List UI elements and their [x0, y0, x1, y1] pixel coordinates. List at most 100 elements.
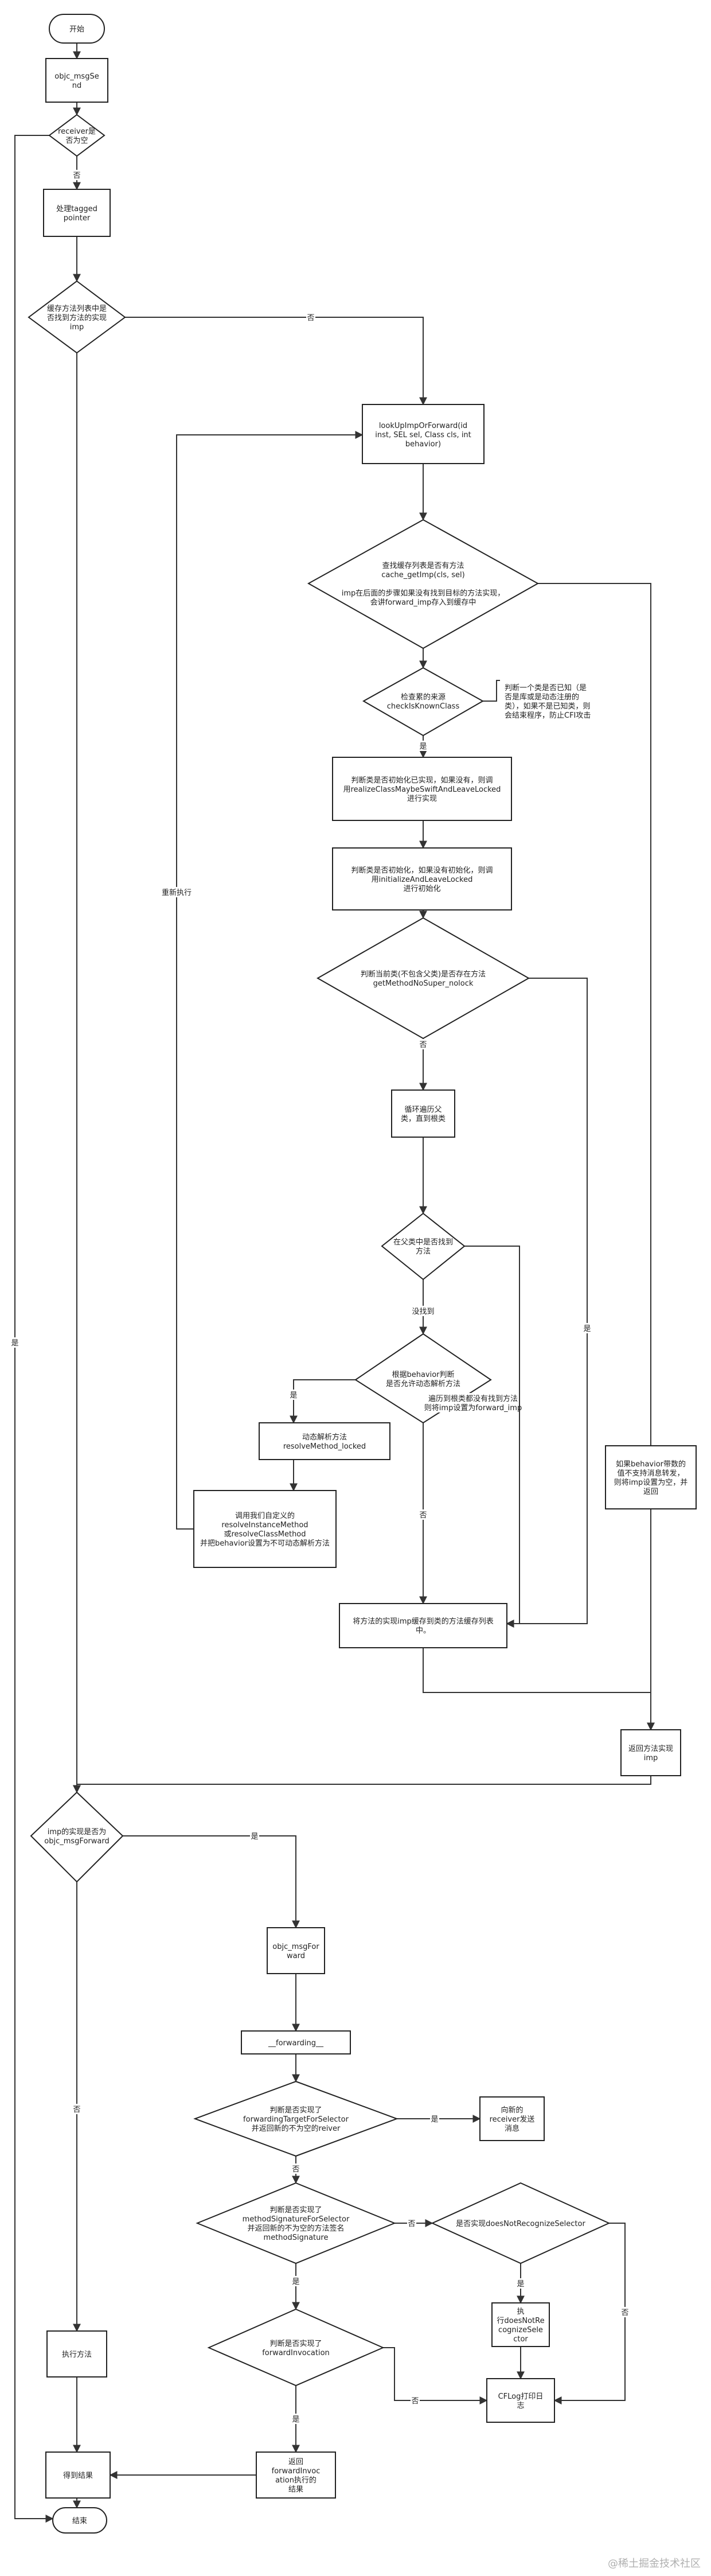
super-found-node: [381, 1212, 466, 1281]
label-fwdimp-note-line: 遍历到根类都没有找到方法: [428, 1394, 518, 1403]
return-fwd-node-text-line: ation执行的: [275, 2476, 317, 2485]
behavior-nil-node-text-line: 则将imp设置为空，并: [614, 1478, 688, 1487]
cache-find-node-text-line: 会讲forward_imp存入到缓存中: [370, 598, 476, 607]
label-fwdinv-yes-line: 是: [292, 2415, 299, 2424]
check-class-node-text-line: checkIsKnownClass: [387, 702, 460, 711]
label-bg-resolver-no: [419, 1509, 428, 1520]
resolve-call-node-text-line: 调用我们自定义的: [235, 1511, 295, 1520]
cflog-node-text-line: 志: [517, 2402, 524, 2410]
label-bg-impfwd-no: [72, 2104, 81, 2114]
loop-super-node-text-line: 循环遍历父: [404, 1105, 442, 1114]
cache-find-node-text-line: cache_getImp(cls, sel): [381, 571, 464, 579]
label-bg-fwdtarget-no: [291, 2163, 300, 2174]
cur-class-node-text-line: 判断当前类(不包含父类)是否存在方法: [361, 970, 486, 979]
label-resolver-no-line: 否: [419, 1511, 427, 1520]
cache-find-node-text-line: 查找缓存列表是否有方法: [382, 561, 464, 570]
label-bg-methodsig-yes: [291, 2276, 300, 2286]
forwarding-node-text: __forwarding__: [268, 2039, 323, 2048]
imp-fwd-node-text-line: imp的实现是否为: [48, 1827, 107, 1836]
label-fwdimp-note-line: 则将imp设置为forward_imp: [424, 1404, 522, 1412]
return-fwd-node-text-line: 返回: [288, 2458, 303, 2466]
resolver-node-text: 根据behavior判断是否允许动态解析方法: [386, 1371, 460, 1388]
label-cachecheck-no-line: 否: [307, 314, 314, 322]
new-recv-node-text-line: 消息: [505, 2124, 519, 2133]
fwd-target-node: [193, 2080, 399, 2157]
recv-nil-node: [48, 114, 106, 157]
cache-check-node-text-line: 否找到方法的实现: [47, 313, 107, 322]
label-re-exec: 重新执行: [162, 888, 192, 897]
resolve-call-node-text-line: 或resolveClassMethod: [224, 1530, 306, 1539]
label-recvnil-no-line: 否: [73, 172, 80, 180]
end-node-text: 结束: [72, 2517, 87, 2526]
imp-fwd-node: [30, 1791, 124, 1883]
cache-find-node-text-line: [422, 580, 424, 589]
recv-nil-node-text-line: 否为空: [65, 137, 88, 145]
super-found-node-text: 在父类中是否找到方法: [393, 1238, 453, 1256]
cache-fill-node-text: 将方法的实现imp缓存到类的方法缓存列表中。: [353, 1617, 494, 1635]
get-result-node: [45, 2452, 111, 2499]
lookup-node: [362, 404, 485, 464]
behavior-nil-node-text: 如果behavior带数的值不支持消息转发，则将imp设置为空，并返回: [614, 1460, 688, 1496]
cache-check-node-text-line: 缓存方法列表中是: [47, 304, 107, 313]
exec-method-node: [46, 2330, 107, 2377]
edge-checkclass-note: [483, 680, 500, 702]
edge-recvnil-end: [14, 135, 54, 2523]
loop-super-node-text-line: 类，直到根类: [401, 1115, 446, 1123]
realize-node-text: 判断类是否初始化已实现，如果没有，则调用realizeClassMaybeSwi…: [343, 776, 501, 803]
start-node-text-line: 开始: [69, 25, 84, 34]
msgsend-node: [45, 58, 108, 103]
cflog-node-text: CFLog打印日志: [498, 2392, 544, 2410]
fwd-inv-node-text-line: 判断是否实现了: [269, 2340, 322, 2348]
lookup-node-text-line: behavior): [405, 440, 441, 449]
lookup-node-text-line: lookUpImpOrForward(id: [379, 422, 467, 430]
super-found-node-text-line: 方法: [416, 1247, 431, 1256]
label-curclass-no-line: 否: [419, 1041, 427, 1049]
resolve-method-node-text-line: resolveMethod_locked: [283, 1442, 366, 1451]
label-bg-fwdinv-no: [411, 2395, 420, 2406]
forwarding-node: [241, 2030, 351, 2054]
watermark: @稀土掘金技术社区: [608, 2558, 701, 2570]
new-recv-node-text-line: 向新的: [501, 2106, 523, 2115]
label-bg-curclass-no: [419, 1039, 428, 1049]
label-superfound-notfound-line: 没找到: [412, 1308, 434, 1316]
get-result-node-text-line: 得到结果: [63, 2471, 93, 2480]
return-imp-node: [620, 1729, 681, 1776]
label-bg-superfound-notfound: [411, 1306, 436, 1316]
start-node: [49, 14, 105, 44]
return-imp-node-text-line: 返回方法实现: [628, 1744, 673, 1753]
cache-fill-node-text-line: 将方法的实现imp缓存到类的方法缓存列表: [353, 1617, 494, 1626]
cflog-node-text-line: CFLog打印日: [498, 2392, 544, 2401]
label-superfound-notfound: 没找到: [412, 1308, 434, 1316]
label-re-exec-line: 重新执行: [162, 888, 192, 897]
recv-nil-node-text-line: receiver是: [58, 127, 96, 136]
check-class-note-line: 类），如果不是已知类，则: [505, 702, 591, 711]
msgsend-node-text-line: nd: [72, 81, 82, 90]
cache-find-node-text-line: imp在后面的步骤如果没有找到目标的方法实现，: [342, 589, 505, 598]
resolve-call-node: [193, 1490, 337, 1568]
edge-dnr-cflog: [553, 2223, 626, 2404]
return-imp-node-text-line: imp: [644, 1754, 658, 1762]
resolve-method-node-text-line: 动态解析方法: [302, 1433, 347, 1442]
method-sig-node-text-line: methodSignatureForSelector: [243, 2215, 350, 2224]
dnr-node-text-line: 是否实现doesNotRecognizeSelector: [456, 2220, 585, 2228]
imp-fwd-node-text-line: objc_msgForward: [44, 1837, 109, 1846]
exec-dnr-node-text-line: cognizeSele: [498, 2326, 543, 2334]
label-bg-resolver-yes: [289, 1390, 298, 1400]
edge-labels: 否 是 否 是 否 是 没找到 遍历到根类都没有找到方法则将imp设置为forw…: [10, 170, 630, 2424]
label-fwdtarget-no: 否: [292, 2165, 299, 2174]
exec-dnr-node-text-line: 执: [517, 2307, 524, 2316]
label-dnr-yes-line: 是: [517, 2280, 524, 2289]
edge-curclass-cachefill: [506, 978, 588, 1628]
method-sig-node-text-line: 并返回新的不为空的方法签名: [247, 2224, 344, 2233]
edge-fwdinv-cflog: [383, 2347, 488, 2404]
